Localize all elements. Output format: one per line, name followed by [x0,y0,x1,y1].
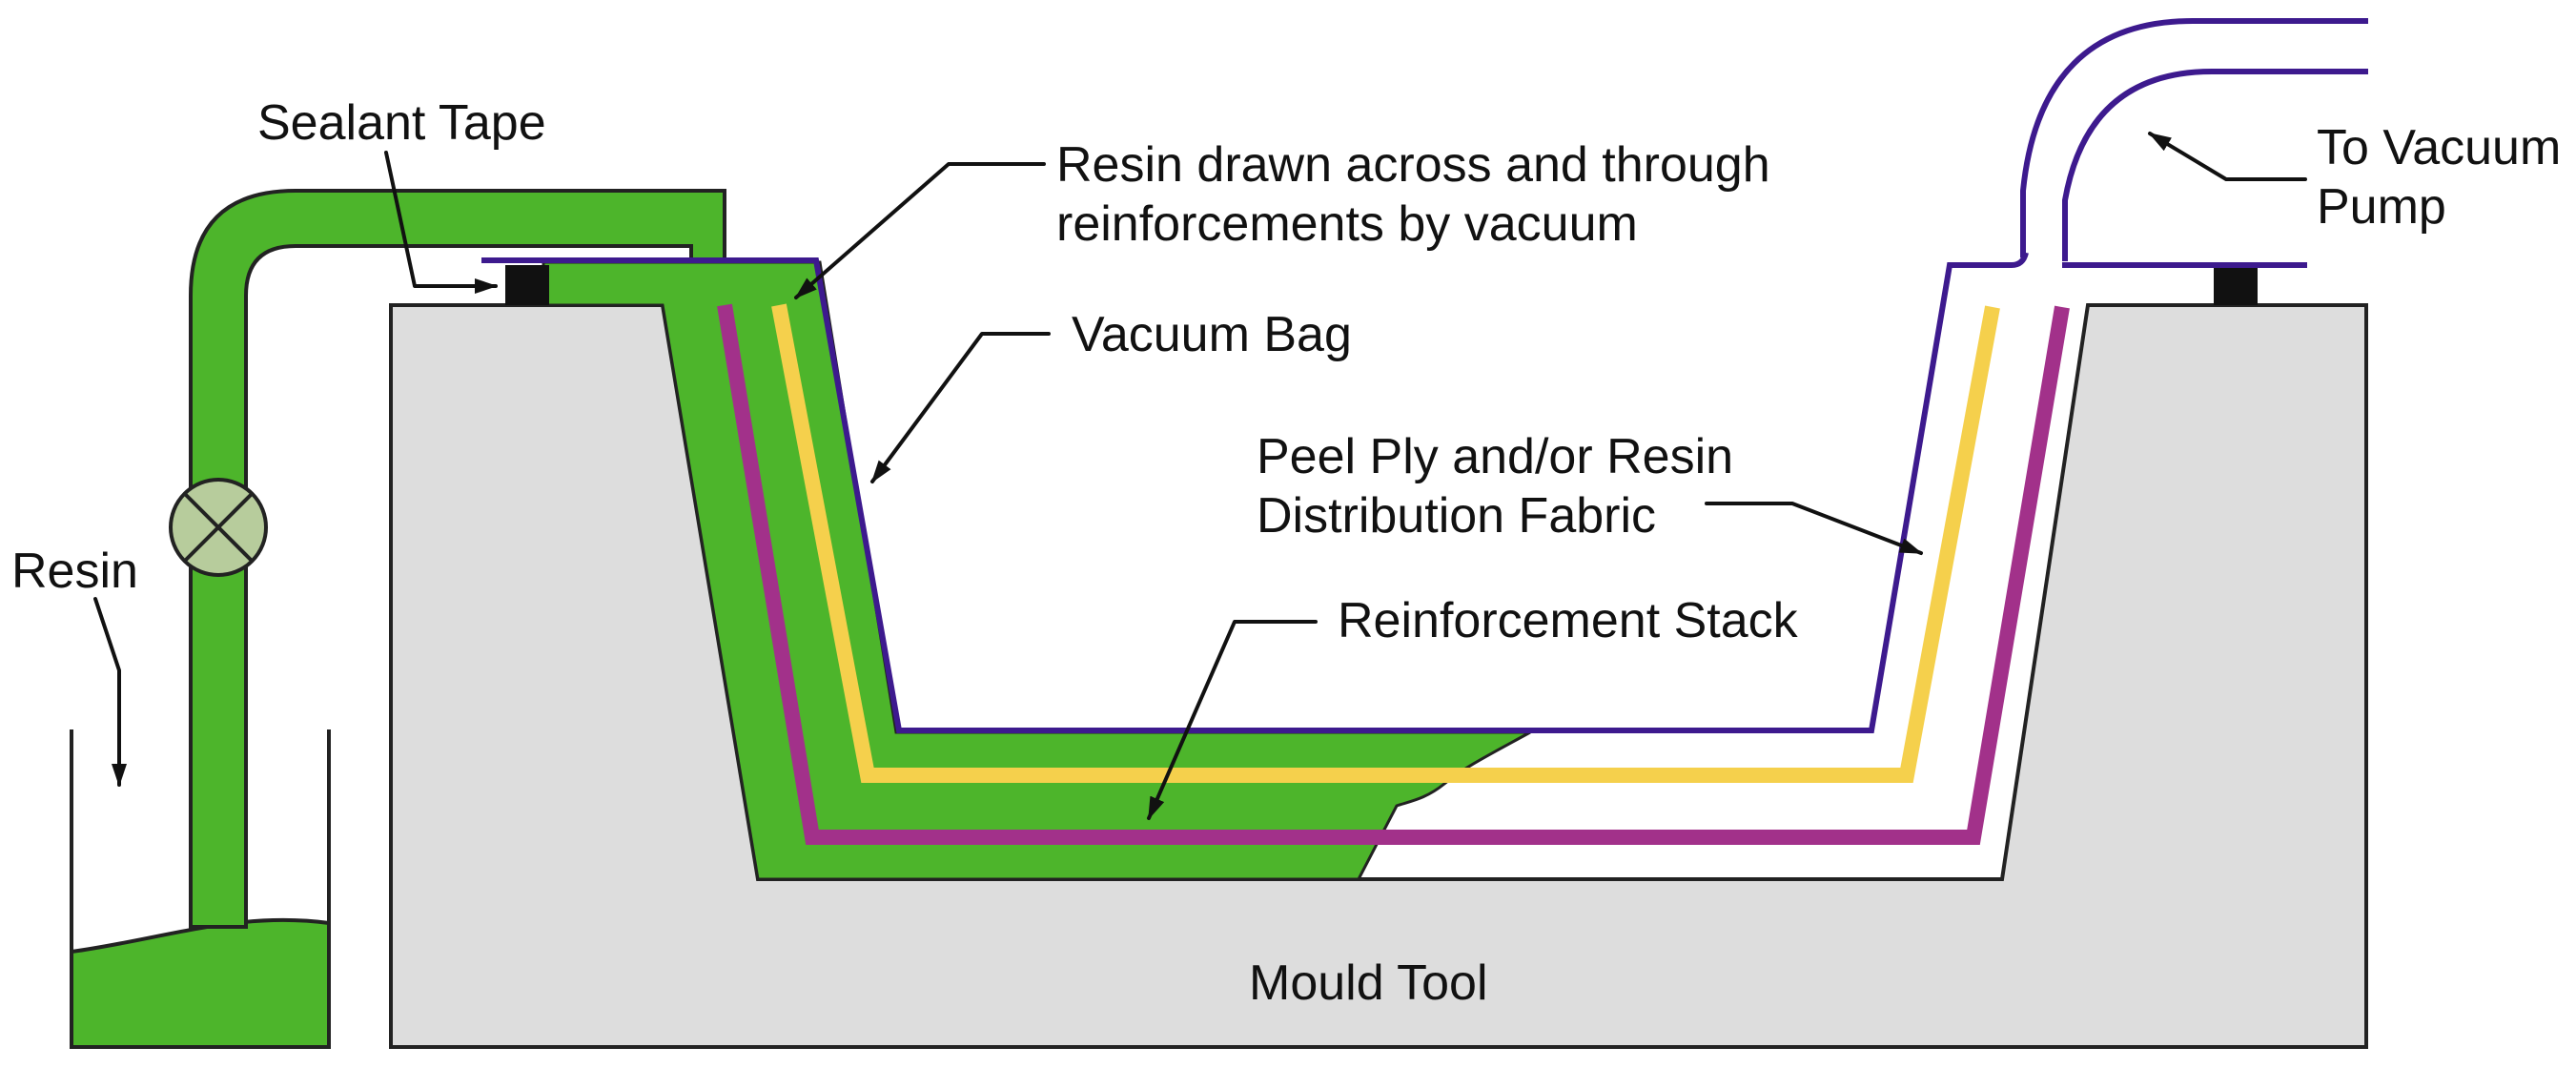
label-resin: Resin [11,544,138,599]
resin-feed-tube [189,189,726,929]
sealant-tape-left [505,265,549,305]
label-mould-tool: Mould Tool [1249,955,1488,1011]
label-reinforcement-stack: Reinforcement Stack [1338,593,1799,648]
sealant-tape-arrow [384,151,498,294]
vacuum-bag-arrow [870,332,1051,483]
reinforcement-stack [717,303,2070,845]
resin-drawn-arrow [794,162,1046,299]
label-peel-ply-line2: Distribution Fabric [1257,488,1656,544]
label-to-vacuum-line2: Pump [2317,179,2446,235]
resin-pot-liquid [70,917,331,1049]
resin-arrow [93,597,127,787]
label-peel-ply-line1: Peel Ply and/or Resin [1257,429,1733,484]
label-to-vacuum-line1: To Vacuum [2317,120,2561,175]
valve-icon[interactable] [169,478,268,577]
peel-ply-arrow [1705,502,1923,555]
label-vacuum-bag: Vacuum Bag [1072,307,1352,362]
resin-pot [70,729,331,1049]
sealant-tape-right [2214,265,2258,305]
label-resin-drawn-line2: reinforcements by vacuum [1056,196,1638,252]
peel-ply-fabric [771,303,2000,783]
vacuum-hose-inner [2061,69,2368,262]
reinforcement-stack-arrow [1147,620,1318,820]
to-vacuum-arrow [2148,132,2307,181]
label-sealant-tape: Sealant Tape [257,95,546,151]
vacuum-hose-outer [2019,18,2368,258]
label-resin-drawn-line1: Resin drawn across and through [1056,137,1770,193]
